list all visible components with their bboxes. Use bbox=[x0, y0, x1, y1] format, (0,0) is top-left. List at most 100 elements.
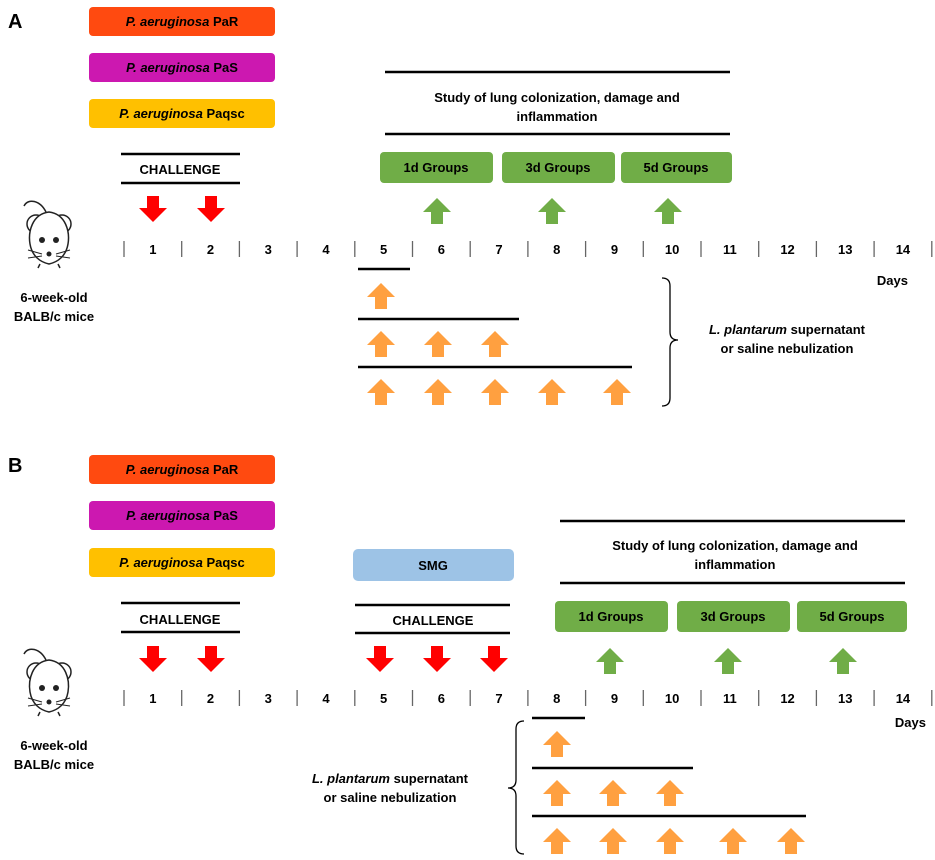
mouse-icon bbox=[23, 648, 72, 717]
day-label: 14 bbox=[896, 691, 911, 706]
mouse-icon bbox=[23, 200, 72, 269]
challenge-label: CHALLENGE bbox=[140, 162, 221, 177]
group-label-1d: 1d Groups bbox=[578, 609, 643, 624]
day-label: 8 bbox=[553, 242, 560, 257]
day-label: 5 bbox=[380, 242, 387, 257]
treatment-arrow-icon bbox=[656, 780, 684, 806]
day-label: 2 bbox=[207, 242, 214, 257]
treatment-arrow-icon bbox=[481, 331, 509, 357]
treatment-arrow-icon bbox=[777, 828, 805, 854]
challenge2-label: CHALLENGE bbox=[393, 613, 474, 628]
strain-label-paqsc: P. aeruginosa Paqsc bbox=[119, 106, 245, 121]
treatment-arrow-icon bbox=[599, 828, 627, 854]
days-label: Days bbox=[877, 273, 908, 288]
study-label-line1: Study of lung colonization, damage and bbox=[434, 90, 680, 105]
mouse-label-line1: 6-week-old bbox=[20, 738, 87, 753]
study-label-line2: inflammation bbox=[517, 109, 598, 124]
group-box-1d bbox=[555, 601, 668, 632]
panel-letter: B bbox=[8, 455, 22, 477]
day-label: 4 bbox=[322, 242, 330, 257]
day-label: 7 bbox=[495, 242, 502, 257]
treatment-label-line1: L. plantarum supernatant bbox=[312, 771, 469, 786]
strain-box-par bbox=[89, 455, 275, 484]
day-label: 10 bbox=[665, 242, 679, 257]
study-label-line1: Study of lung colonization, damage and bbox=[612, 538, 858, 553]
day-label: 7 bbox=[495, 691, 502, 706]
challenge-arrow-icon bbox=[197, 646, 225, 672]
group-box-5d bbox=[797, 601, 907, 632]
day-label: 13 bbox=[838, 691, 852, 706]
right-brace bbox=[661, 277, 679, 407]
challenge-arrow-icon bbox=[480, 646, 508, 672]
challenge-arrow-icon bbox=[197, 196, 225, 222]
mouse-label-line2: BALB/c mice bbox=[14, 757, 94, 772]
panel-letter: A bbox=[8, 11, 22, 33]
group-box-3d bbox=[677, 601, 790, 632]
treatment-label-line2: or saline nebulization bbox=[721, 341, 854, 356]
strain-box-paqsc bbox=[89, 99, 275, 128]
treatment-arrow-icon bbox=[656, 828, 684, 854]
day-label: 6 bbox=[438, 691, 445, 706]
mouse-label-line2: BALB/c mice bbox=[14, 309, 94, 324]
group-label-5d: 5d Groups bbox=[819, 609, 884, 624]
day-label: 14 bbox=[896, 242, 911, 257]
left-brace bbox=[507, 720, 525, 855]
strain-box-paqsc bbox=[89, 548, 275, 577]
treatment-arrow-icon bbox=[599, 780, 627, 806]
group-box-5d bbox=[621, 152, 732, 183]
strain-label-pas: P. aeruginosa PaS bbox=[126, 60, 238, 75]
day-label: 1 bbox=[149, 691, 156, 706]
day-label: 11 bbox=[723, 691, 737, 706]
group-arrow-icon bbox=[654, 198, 682, 224]
treatment-label-line2: or saline nebulization bbox=[324, 790, 457, 805]
panel-b: B P. aeruginosa PaR P. aeruginosa PaS P.… bbox=[8, 455, 933, 855]
challenge-arrow-icon bbox=[366, 646, 394, 672]
treatment-arrow-icon bbox=[367, 331, 395, 357]
day-label: 11 bbox=[723, 242, 737, 257]
group-arrow-icon bbox=[538, 198, 566, 224]
group-arrow-icon bbox=[829, 648, 857, 674]
smg-box bbox=[353, 549, 514, 581]
group-box-1d bbox=[380, 152, 493, 183]
group-arrow-icon bbox=[714, 648, 742, 674]
day-label: 9 bbox=[611, 242, 618, 257]
treatment-arrow-icon bbox=[603, 379, 631, 405]
day-label: 1 bbox=[149, 242, 156, 257]
challenge-label: CHALLENGE bbox=[140, 612, 221, 627]
day-label: 9 bbox=[611, 691, 618, 706]
group-label-3d: 3d Groups bbox=[700, 609, 765, 624]
group-label-1d: 1d Groups bbox=[403, 160, 468, 175]
days-label: Days bbox=[895, 715, 926, 730]
strain-label-pas: P. aeruginosa PaS bbox=[126, 508, 238, 523]
day-label: 12 bbox=[780, 691, 794, 706]
strain-label-par: P. aeruginosa PaR bbox=[126, 14, 239, 29]
day-label: 5 bbox=[380, 691, 387, 706]
treatment-arrow-icon bbox=[424, 379, 452, 405]
smg-label: SMG bbox=[418, 558, 448, 573]
treatment-arrow-icon bbox=[481, 379, 509, 405]
strain-box-pas bbox=[89, 53, 275, 82]
treatment-arrow-icon bbox=[719, 828, 747, 854]
challenge-arrow-icon bbox=[139, 196, 167, 222]
challenge-arrow-icon bbox=[139, 646, 167, 672]
group-arrow-icon bbox=[423, 198, 451, 224]
treatment-arrow-icon bbox=[424, 331, 452, 357]
day-label: 3 bbox=[265, 242, 272, 257]
group-arrow-icon bbox=[596, 648, 624, 674]
strain-label-paqsc: P. aeruginosa Paqsc bbox=[119, 555, 245, 570]
treatment-arrow-icon bbox=[543, 828, 571, 854]
day-label: 2 bbox=[207, 691, 214, 706]
group-label-3d: 3d Groups bbox=[525, 160, 590, 175]
challenge-arrow-icon bbox=[423, 646, 451, 672]
treatment-arrow-icon bbox=[543, 780, 571, 806]
treatment-arrow-icon bbox=[543, 731, 571, 757]
strain-box-pas bbox=[89, 501, 275, 530]
treatment-label-line1: L. plantarum supernatant bbox=[709, 322, 866, 337]
day-label: 13 bbox=[838, 242, 852, 257]
strain-label-par: P. aeruginosa PaR bbox=[126, 462, 239, 477]
treatment-arrow-icon bbox=[367, 283, 395, 309]
day-label: 6 bbox=[438, 242, 445, 257]
